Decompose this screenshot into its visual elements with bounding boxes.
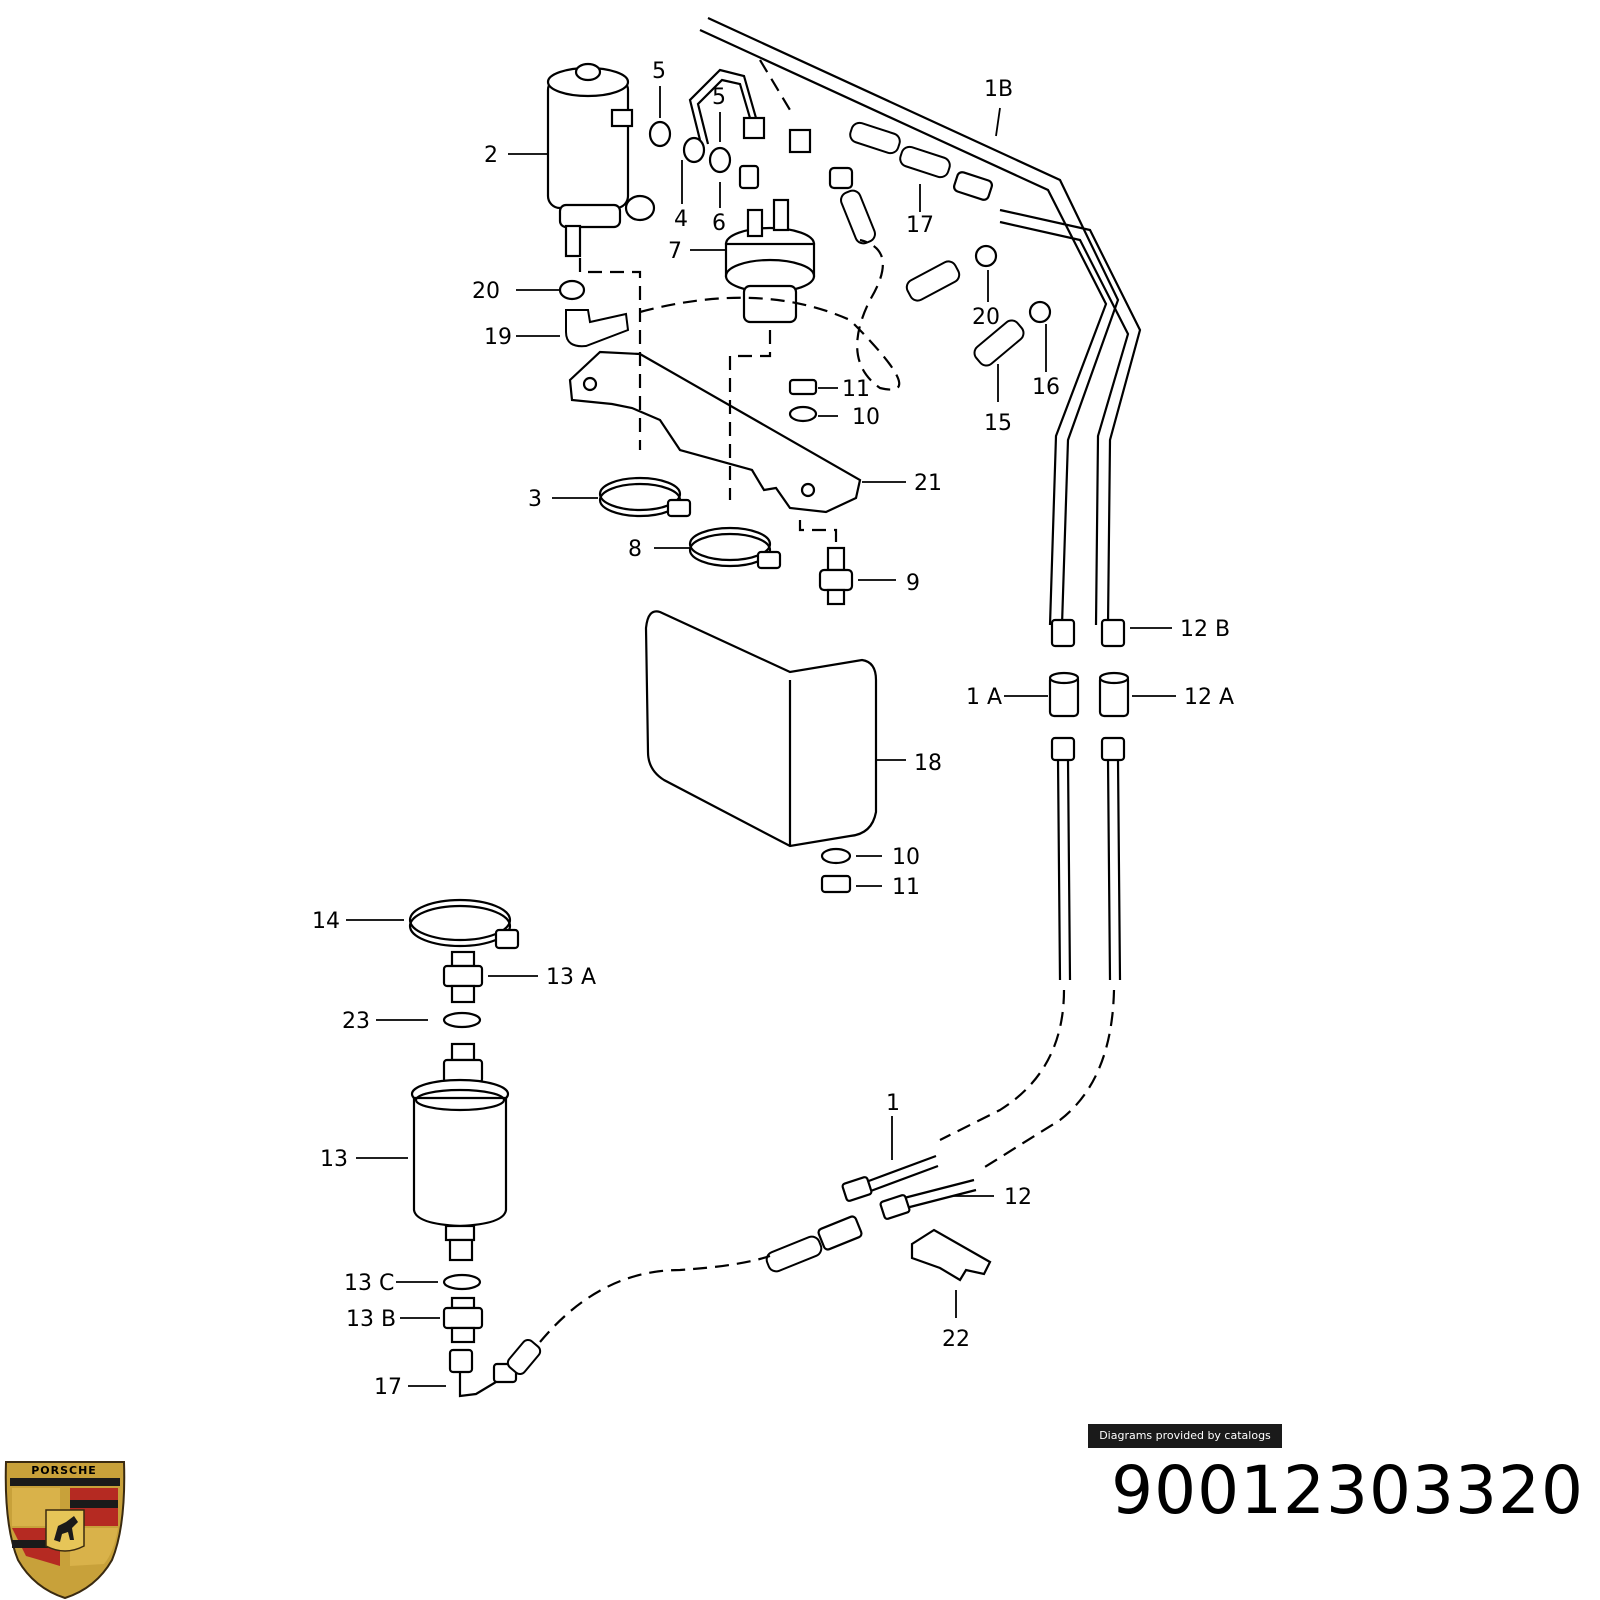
label-5b: 5 (712, 85, 726, 110)
dash-accum-bracket (728, 330, 772, 500)
label-16: 16 (1032, 375, 1060, 400)
label-1: 1 (886, 1091, 900, 1116)
porsche-crest-icon (4, 1461, 126, 1600)
label-15: 15 (984, 411, 1012, 436)
label-1A: 1 A (966, 685, 1002, 710)
hose-19 (558, 279, 630, 348)
label-20-right: 20 (972, 305, 1000, 330)
bracket-21 (568, 350, 862, 514)
pipe-nuts-12B (1050, 618, 1126, 648)
logo-wordmark: PORSCHE (31, 1464, 97, 1477)
fuel-filter-13 (410, 1042, 510, 1262)
label-13C: 13 C (344, 1271, 394, 1296)
label-21: 21 (914, 471, 942, 496)
seal-23 (442, 1011, 482, 1029)
label-8: 8 (628, 537, 642, 562)
dash-top (759, 59, 791, 111)
part-number: 90012303320 (1111, 1452, 1584, 1529)
pipe-lower (1050, 736, 1126, 981)
label-17-lower: 17 (374, 1375, 402, 1400)
washer-10-upper (788, 405, 818, 423)
dash-line-1 (939, 989, 1066, 1141)
label-13B: 13 B (346, 1307, 396, 1332)
callout-labels: 1B 2 5 5 4 6 7 17 20 19 20 16 15 11 10 2… (312, 59, 1234, 1400)
label-5a: 5 (652, 59, 666, 84)
dash-filter-loop (539, 1254, 771, 1343)
label-22: 22 (942, 1327, 970, 1352)
label-13A: 13 A (546, 965, 596, 990)
fuel-pump (546, 62, 656, 258)
label-6: 6 (712, 211, 726, 236)
line-1-end (841, 1154, 939, 1202)
nut-11-lower (820, 874, 852, 894)
label-11-lower: 11 (892, 875, 920, 900)
elbow-17 (448, 1339, 542, 1398)
dash-line-12 (979, 989, 1116, 1171)
pipe-4b (696, 78, 752, 145)
fuel-accumulator (724, 198, 816, 324)
unions-1A-12A (1048, 671, 1130, 718)
washer-10-lower (820, 847, 852, 865)
hose-17-lower (765, 1215, 863, 1273)
label-20-left: 20 (472, 279, 500, 304)
pipe-4 (688, 68, 758, 141)
clip-22 (910, 1228, 992, 1282)
label-9: 9 (906, 571, 920, 596)
label-18: 18 (914, 751, 942, 776)
label-12: 12 (1004, 1185, 1032, 1210)
dash-bracket-9 (798, 520, 838, 548)
clamp-8 (688, 526, 782, 570)
label-12A: 12 A (1184, 685, 1234, 710)
rubber-mount-9 (818, 546, 854, 606)
label-14: 14 (312, 909, 340, 934)
label-12B: 12 B (1180, 617, 1230, 642)
clamp-14 (408, 898, 520, 950)
label-19: 19 (484, 325, 512, 350)
seal-rings (648, 116, 812, 190)
cover-18 (644, 610, 878, 848)
label-1B: 1B (984, 77, 1013, 102)
label-2: 2 (484, 143, 498, 168)
label-13: 13 (320, 1147, 348, 1172)
hose-17-upper (828, 121, 994, 245)
dash-pump-bracket (578, 258, 642, 450)
label-23: 23 (342, 1009, 370, 1034)
fitting-13B (442, 1296, 484, 1344)
fuel-line-1B (699, 17, 1142, 626)
hose-15 (905, 244, 1052, 367)
label-10-lower: 10 (892, 845, 920, 870)
line-12-end (879, 1178, 977, 1220)
clamp-3 (598, 476, 692, 518)
label-10-upper: 10 (852, 405, 880, 430)
seal-13C (442, 1273, 482, 1291)
label-7: 7 (668, 239, 682, 264)
leader-lines (346, 86, 1176, 1387)
diagram-credit: Diagrams provided by catalogs parts (1088, 1424, 1282, 1466)
label-3: 3 (528, 487, 542, 512)
label-4: 4 (674, 207, 688, 232)
label-11-upper: 11 (842, 377, 870, 402)
label-17-upper: 17 (906, 213, 934, 238)
fitting-13A (442, 950, 484, 1004)
nut-11-upper (788, 378, 818, 396)
